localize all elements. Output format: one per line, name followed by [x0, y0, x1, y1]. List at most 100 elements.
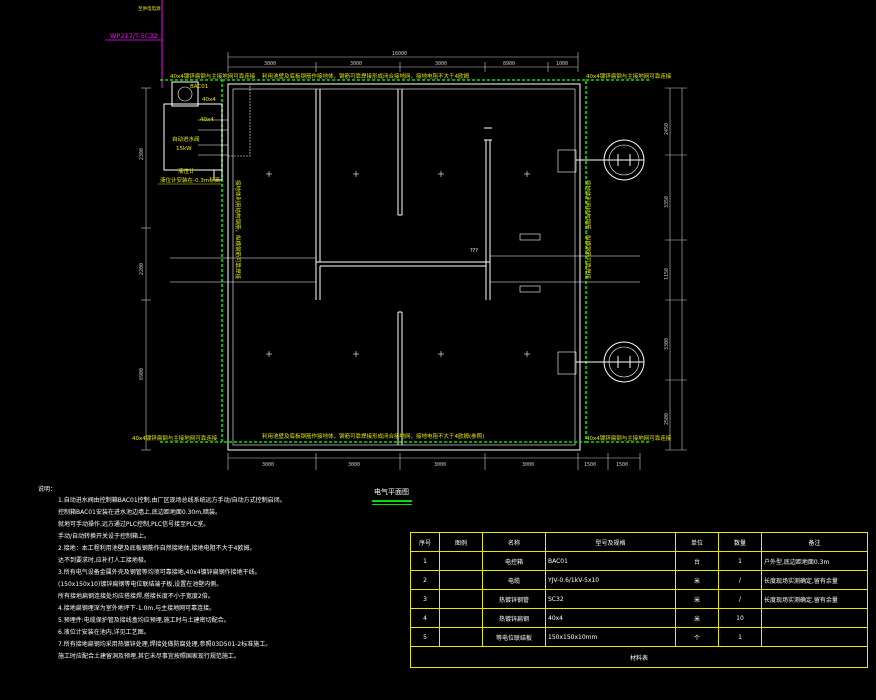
cell-note: 户外型,底边距地面0.3m: [761, 551, 868, 571]
note-line: 手动/自动转换开关设于控制箱上。: [58, 533, 151, 540]
cell-unit: 台: [675, 551, 719, 571]
feeder-code-label: WP217/T-5C32: [110, 32, 158, 40]
dim-left-3: 2300: [139, 148, 145, 160]
cell-no: 3: [410, 589, 440, 609]
dim-bottom-6: 1500: [616, 462, 628, 468]
plan-title-underline: [372, 500, 412, 502]
note-line: 施工时应配合土建留洞及预埋,其它未尽事宜按照国家现行规范施工。: [58, 653, 240, 660]
table-row: 5 等电位联结板 150x150x10mm 个 1: [410, 627, 868, 647]
note-line: (150x150x10)镀锌扁钢等电位联结端子板,设置在池壁内侧。: [58, 581, 223, 588]
left-vertical-note: 接地体利用结构钢筋，纵横钢筋可靠焊接: [234, 180, 242, 280]
dim-bottom-2: 3000: [348, 462, 360, 468]
cell-name: 等电位联结板: [482, 627, 546, 647]
note-line: 所有接地扁钢连接处均应搭接焊,搭接长度不小于宽度2倍。: [58, 593, 214, 600]
dimension-top: 16000 3000 3000 3000 8900 1000: [227, 51, 579, 72]
col-header: 型号及规格: [545, 532, 676, 552]
drawing-notes: 40x4镀锌扁钢与主接地网可靠连接 40x4镀锌扁钢与主接地网可靠连接 40x4…: [132, 72, 672, 442]
dim-right-4: 3300: [664, 338, 670, 350]
cell-unit: 米: [675, 589, 719, 609]
dim-top-5: 1000: [556, 61, 568, 67]
dimension-bottom: 3000 3000 3000 3000 1500 1500: [227, 453, 641, 470]
steel-label-bottom-right: 40x4镀锌扁钢与主接地网可靠连接: [586, 434, 672, 442]
table-footer: 材料表: [410, 646, 868, 668]
cell-no: 5: [410, 627, 440, 647]
dim-top-1: 3000: [264, 61, 276, 67]
plan-title-underline-thin: [372, 504, 412, 505]
cell-model: BAC01: [545, 551, 676, 571]
cell-qty: /: [718, 570, 762, 590]
top-grounding-note: 利用池壁及底板钢筋作接地体，钢筋可靠焊接形成闭合接地网，接地电阻不大于4欧姆: [262, 72, 470, 80]
cell-note: [761, 627, 868, 647]
box-power-label: 15kW: [176, 146, 192, 152]
dim-right-2: 3350: [664, 196, 670, 208]
col-header: 数量: [718, 532, 762, 552]
note-line: 2.接地：本工程利用池壁及底板钢筋作自然接地体,接地电阻不大于4欧姆。: [58, 545, 256, 552]
steel-label-b: 40x4: [200, 117, 214, 123]
dim-top-2: 3000: [350, 61, 362, 67]
col-header: 备注: [761, 532, 868, 552]
cell-model: 150x150x10mm: [545, 627, 676, 647]
cell-note: [761, 608, 868, 628]
cell-model: YJV-0.6/1kV-5x10: [545, 570, 676, 590]
right-vertical-note: 接地体利用结构钢筋，纵横钢筋可靠焊接: [584, 180, 592, 280]
box-device-label: 自动进水阀: [172, 135, 200, 143]
note-line: 7.所有接地扁钢均采用热镀锌处理,焊接处做防腐处理,参照03D501-2标准施工…: [58, 641, 272, 648]
cell-unit: 个: [675, 627, 719, 647]
table-row: 1 电控箱 BAC01 台 1 户外型,底边距地面0.3m: [410, 551, 868, 571]
valve-icons: [576, 139, 645, 383]
dim-bottom-1: 3000: [262, 462, 274, 468]
note-line: 1.自动进水阀由控制箱BAC01控制,由厂区现场总线系统远方手动/自动方式控制启…: [58, 497, 286, 504]
internal-partitions: [315, 89, 492, 445]
feeder-line: 至供电电源 WP217/T-5C32: [105, 0, 163, 88]
cell-name: 电缆: [482, 570, 546, 590]
dim-bottom-4: 3000: [522, 462, 534, 468]
table-row: 4 热镀锌扁钢 40x4 米 10: [410, 608, 868, 628]
dim-top-total: 16000: [392, 51, 407, 57]
cell-note: 长度现场实测确定,留有余量: [761, 589, 868, 609]
bottom-grounding-note: 利用池壁及底板钢筋作接地体，钢筋可靠焊接形成闭合接地网，接地电阻不大于4欧姆(参…: [262, 432, 484, 440]
cell-symbol: [439, 551, 483, 571]
box-code-label: BAC01: [190, 84, 208, 90]
note-line: 5.预埋件:电缆保护管及接线盒均应预埋,施工时与土建密切配合。: [58, 617, 230, 624]
cell-no: 2: [410, 570, 440, 590]
col-header: 单位: [675, 532, 719, 552]
cell-unit: 米: [675, 570, 719, 590]
cell-qty: 10: [718, 608, 762, 628]
device-tag-label: 液位计: [178, 167, 195, 175]
col-header: 名称: [482, 532, 546, 552]
table-row: 2 电缆 YJV-0.6/1kV-5x10 米 / 长度现场实测确定,留有余量: [410, 570, 868, 590]
dim-right-3: 1150: [664, 268, 670, 280]
note-line: 达不到要求时,应补打人工接地极。: [58, 557, 150, 564]
cell-name: 热镀锌钢管: [482, 589, 546, 609]
steel-label-bottom-left: 40x4镀锌扁钢与主接地网可靠连接: [132, 434, 218, 442]
dimension-right: 2450 3350 1150 3300 2500: [664, 87, 687, 451]
cell-qty: /: [718, 589, 762, 609]
dim-right-1: 2450: [664, 123, 670, 135]
note-line: 控制箱BAC01安装在进水池边墙上,底边距地面0.30m,暗装。: [58, 509, 221, 516]
note-line: 3.所有电气设备金属外壳及钢管等均须可靠接地,40x4镀锌扁钢作接地干线。: [58, 569, 261, 576]
center-label: ???: [470, 248, 478, 254]
plan-title: 电气平面图: [374, 488, 409, 496]
cell-qty: 1: [718, 627, 762, 647]
device-note-label: 液位计安装在-0.3m标高: [160, 176, 221, 184]
cell-unit: 米: [675, 608, 719, 628]
grounding-loop: [160, 79, 650, 443]
cell-note: 长度现场实测确定,留有余量: [761, 570, 868, 590]
tank-walls: [227, 83, 581, 451]
col-header: 序号: [410, 532, 440, 552]
feeder-top-label: 至供电电源: [138, 5, 161, 12]
pipes: [170, 149, 640, 375]
steel-label-top-left: 40x4镀锌扁钢与主接地网可靠连接: [170, 72, 256, 80]
dim-left-1: 2200: [139, 263, 145, 275]
table-footer-row: 材料表: [410, 646, 868, 668]
dim-top-4: 8900: [503, 61, 515, 67]
steel-label-top-right: 40x4镀锌扁钢与主接地网可靠连接: [586, 72, 672, 80]
cell-no: 4: [410, 608, 440, 628]
cell-model: SC32: [545, 589, 676, 609]
dim-left-2: 6900: [139, 368, 145, 380]
dimension-left: 2200 6900 2300: [139, 87, 151, 451]
table-row: 3 热镀锌钢管 SC32 米 / 长度现场实测确定,留有余量: [410, 589, 868, 609]
dim-right-5: 2500: [664, 413, 670, 425]
cell-symbol: [439, 608, 483, 628]
